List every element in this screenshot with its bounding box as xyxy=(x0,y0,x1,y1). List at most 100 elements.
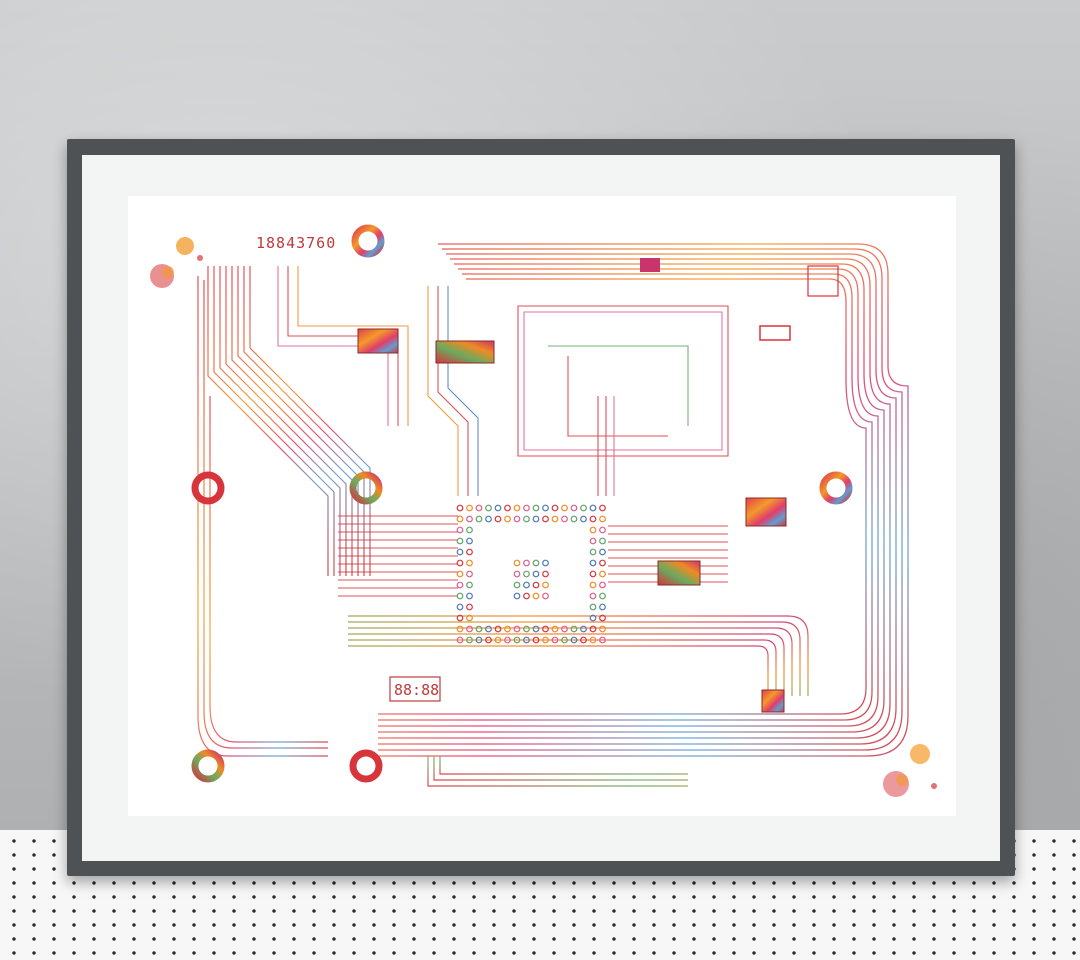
solder-pad xyxy=(494,636,502,644)
mounting-holes xyxy=(191,224,853,783)
solder-pad xyxy=(466,625,473,633)
solder-pad xyxy=(599,614,606,622)
solder-pad xyxy=(513,504,521,512)
solder-pad xyxy=(466,592,473,600)
ic-chips xyxy=(357,258,839,713)
solder-pad xyxy=(542,570,549,578)
solder-pad xyxy=(523,515,530,523)
solder-pad xyxy=(542,504,549,512)
solder-pad xyxy=(580,515,587,523)
solder-pad xyxy=(532,515,540,523)
solder-pad xyxy=(513,570,521,578)
solder-pad xyxy=(589,526,597,534)
solder-pad xyxy=(561,636,568,644)
solder-pad xyxy=(456,548,464,556)
solder-pad xyxy=(494,625,502,633)
solder-pad xyxy=(570,504,578,512)
mounting-hole xyxy=(351,224,385,258)
ic-chip xyxy=(807,265,839,297)
solder-pad xyxy=(570,625,578,633)
ic-chip xyxy=(640,258,660,272)
ic-chip xyxy=(761,689,785,713)
ic-chip xyxy=(759,325,791,341)
solder-pad xyxy=(532,636,540,644)
solder-pad xyxy=(466,603,473,611)
solder-pad xyxy=(494,515,502,523)
solder-pad xyxy=(456,636,464,644)
solder-pad xyxy=(475,636,483,644)
solder-pad xyxy=(589,559,597,567)
solder-pad xyxy=(551,636,559,644)
solder-pad xyxy=(456,592,464,600)
solder-pad xyxy=(456,504,464,512)
solder-pad xyxy=(589,625,597,633)
solder-pad xyxy=(466,614,473,622)
art-print-paper xyxy=(128,196,956,816)
solder-pad xyxy=(494,504,502,512)
solder-pad xyxy=(589,581,597,589)
solder-pad xyxy=(599,515,606,523)
solder-pad xyxy=(580,636,587,644)
solder-pad xyxy=(466,504,473,512)
solder-pad xyxy=(561,504,568,512)
solder-pad xyxy=(466,559,473,567)
circuit-board-artwork: 18843760 xyxy=(150,224,937,797)
solder-pad xyxy=(561,625,568,633)
solder-pad xyxy=(504,625,511,633)
solder-pad xyxy=(589,548,597,556)
watercolor-splatters xyxy=(150,237,937,797)
solder-pad xyxy=(523,636,530,644)
solder-pad xyxy=(466,537,473,545)
solder-pad xyxy=(485,504,492,512)
solder-pad xyxy=(542,559,549,567)
solder-pad xyxy=(456,570,464,578)
solder-pad xyxy=(599,504,606,512)
solder-pad xyxy=(589,515,597,523)
solder-pad xyxy=(475,515,483,523)
solder-pad xyxy=(532,504,540,512)
solder-pad xyxy=(523,570,530,578)
solder-pad xyxy=(456,625,464,633)
solder-pad xyxy=(504,515,511,523)
solder-pad xyxy=(599,592,606,600)
solder-pad xyxy=(475,504,483,512)
mounting-hole xyxy=(191,471,225,505)
solder-pad xyxy=(532,581,540,589)
solder-pad xyxy=(532,559,540,567)
solder-pad xyxy=(485,625,492,633)
solder-pad xyxy=(466,526,473,534)
mounting-hole xyxy=(191,749,225,783)
solder-pad xyxy=(523,504,530,512)
solder-pad xyxy=(532,592,540,600)
solder-pad xyxy=(589,636,597,644)
solder-pad xyxy=(580,504,587,512)
solder-pad xyxy=(466,636,473,644)
solder-pad xyxy=(456,603,464,611)
solder-pad xyxy=(599,636,606,644)
mounting-hole xyxy=(349,749,383,783)
ic-chip xyxy=(435,340,495,364)
solder-pad xyxy=(456,515,464,523)
solder-pad xyxy=(599,537,606,545)
solder-pad xyxy=(485,636,492,644)
bottom-trace-bus xyxy=(348,615,809,787)
solder-pad xyxy=(466,515,473,523)
solder-pad xyxy=(589,603,597,611)
solder-pad xyxy=(599,603,606,611)
solder-pad xyxy=(551,625,559,633)
solder-pad xyxy=(513,592,521,600)
solder-pad xyxy=(466,570,473,578)
solder-pad xyxy=(456,537,464,545)
left-diagonal-bus xyxy=(197,266,371,757)
ic-chip xyxy=(357,328,399,354)
solder-pad xyxy=(513,625,521,633)
solder-pad xyxy=(513,559,521,567)
solder-pad xyxy=(589,592,597,600)
solder-pad xyxy=(542,592,549,600)
solder-pad xyxy=(523,625,530,633)
solder-pad xyxy=(532,625,540,633)
solder-pad xyxy=(504,636,511,644)
outer-trace-bus xyxy=(378,243,909,757)
solder-pad xyxy=(456,559,464,567)
solder-pad xyxy=(523,559,530,567)
